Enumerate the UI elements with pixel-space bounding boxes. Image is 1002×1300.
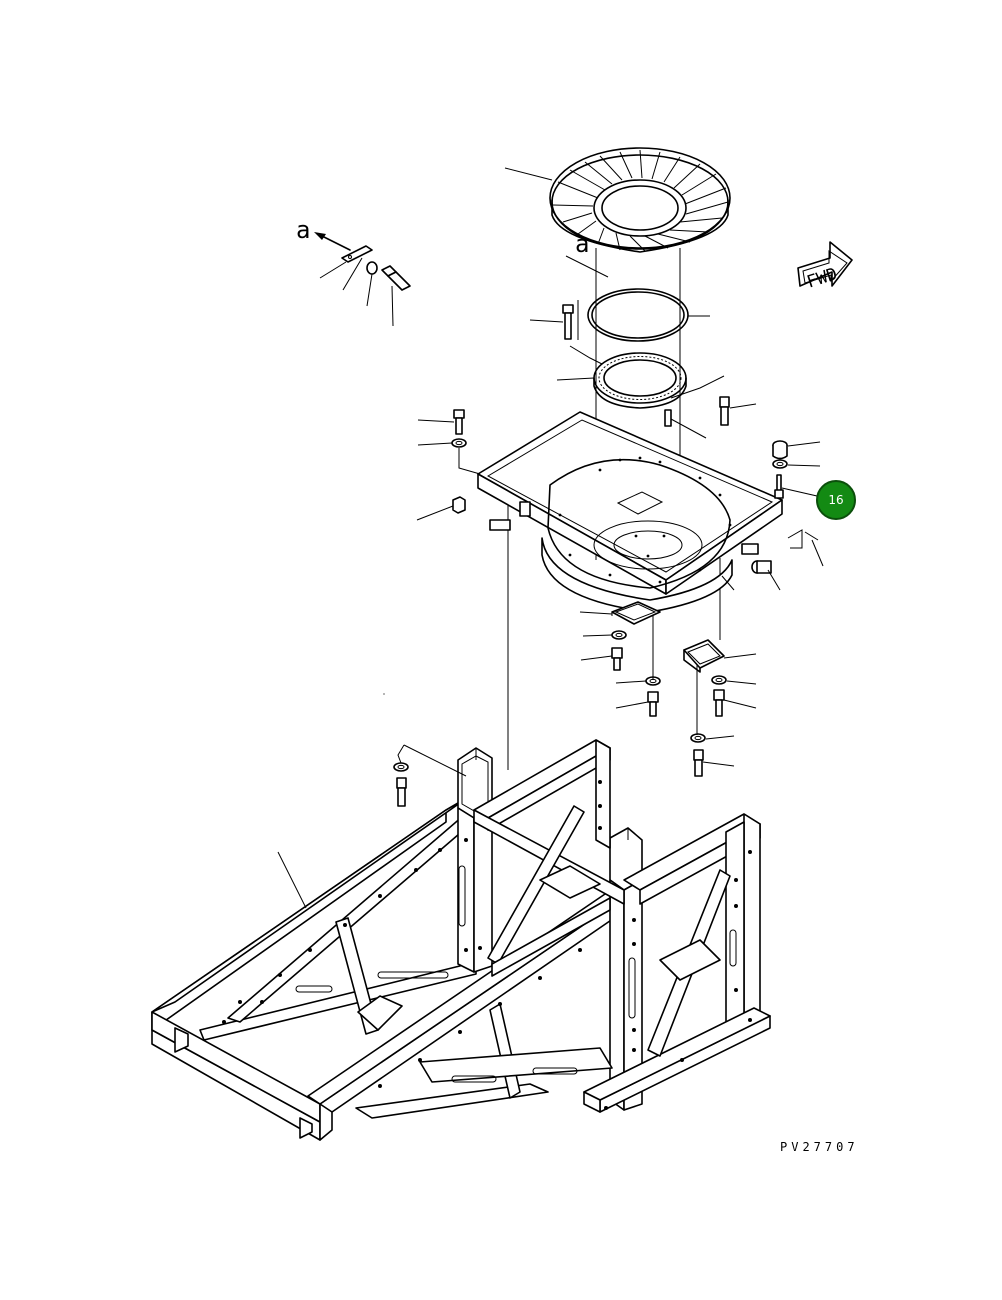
leader-line	[781, 487, 818, 497]
callout-number: 16	[828, 493, 843, 507]
clamp-plate	[341, 245, 373, 263]
leader-line	[670, 418, 707, 439]
part-callout-16[interactable]: 16	[816, 480, 856, 520]
leader-line	[397, 744, 405, 764]
mounting-bolt	[562, 304, 574, 340]
hex-nut	[452, 496, 466, 514]
swing-bearing	[593, 352, 687, 409]
view-label-a-top: a	[575, 230, 589, 258]
leader-line	[705, 735, 735, 740]
bracket-cover	[683, 639, 725, 673]
leader-line	[726, 680, 757, 685]
frame-washer	[451, 438, 467, 448]
leader-line	[787, 441, 821, 447]
leader-line	[366, 273, 373, 307]
part-16-bolt	[774, 474, 784, 499]
clamp-bolt	[381, 265, 411, 291]
bracket-bolt	[713, 689, 725, 717]
spacer-washer	[772, 459, 788, 469]
leader-line	[723, 699, 757, 709]
cover-washer	[611, 630, 627, 640]
leader-line	[565, 255, 609, 278]
leader-line	[529, 319, 564, 323]
cover-bolt	[611, 647, 623, 671]
lower-bolt-center	[647, 691, 659, 717]
lower-washer-right	[690, 733, 706, 743]
leader-line	[615, 680, 647, 684]
spring-washer	[366, 261, 378, 275]
leader-line	[569, 345, 603, 365]
leader-line	[391, 285, 394, 327]
leader-line	[342, 257, 363, 291]
o-ring	[587, 288, 689, 342]
view-arrow-a	[314, 232, 351, 251]
frame-bolt	[453, 409, 465, 435]
leader-line	[403, 744, 467, 777]
leader-line	[582, 634, 613, 637]
leader-line	[458, 448, 481, 475]
leader-line	[721, 575, 735, 591]
bracket-washer	[711, 675, 727, 685]
leader-line	[615, 701, 649, 709]
leader-line	[729, 403, 757, 409]
leader-line	[787, 464, 821, 467]
leader-line	[556, 377, 595, 381]
leader-line	[277, 851, 307, 909]
frame-washer-left	[393, 762, 409, 772]
dowel-pin	[664, 409, 672, 427]
leader-line	[811, 539, 824, 567]
swing-circle-cover	[549, 147, 731, 253]
leader-line	[580, 655, 613, 661]
base-frame	[151, 739, 771, 1141]
view-a-mark	[787, 529, 819, 549]
leader-line	[504, 167, 553, 181]
forward-direction-arrow: FWD	[797, 241, 853, 293]
speck	[383, 693, 385, 695]
view-label-a-left: a	[296, 216, 310, 244]
lower-bolt-right	[693, 749, 704, 777]
pivot-pin	[751, 560, 772, 574]
spacer-collar	[772, 440, 788, 460]
leader-line	[319, 261, 347, 279]
revolving-frame	[477, 411, 783, 613]
frame-bolt-left	[396, 777, 407, 807]
leader-line	[723, 653, 757, 659]
leader-line	[670, 375, 725, 399]
leader-line	[417, 442, 453, 446]
leader-line	[702, 761, 735, 767]
leader-line	[417, 419, 455, 423]
drawing-code: PV27707	[780, 1140, 859, 1154]
under-cover-plate	[611, 601, 661, 625]
leader-line	[767, 569, 781, 591]
leader-line	[416, 505, 454, 521]
bearing-bolt	[719, 396, 730, 426]
leader-line	[579, 611, 613, 615]
